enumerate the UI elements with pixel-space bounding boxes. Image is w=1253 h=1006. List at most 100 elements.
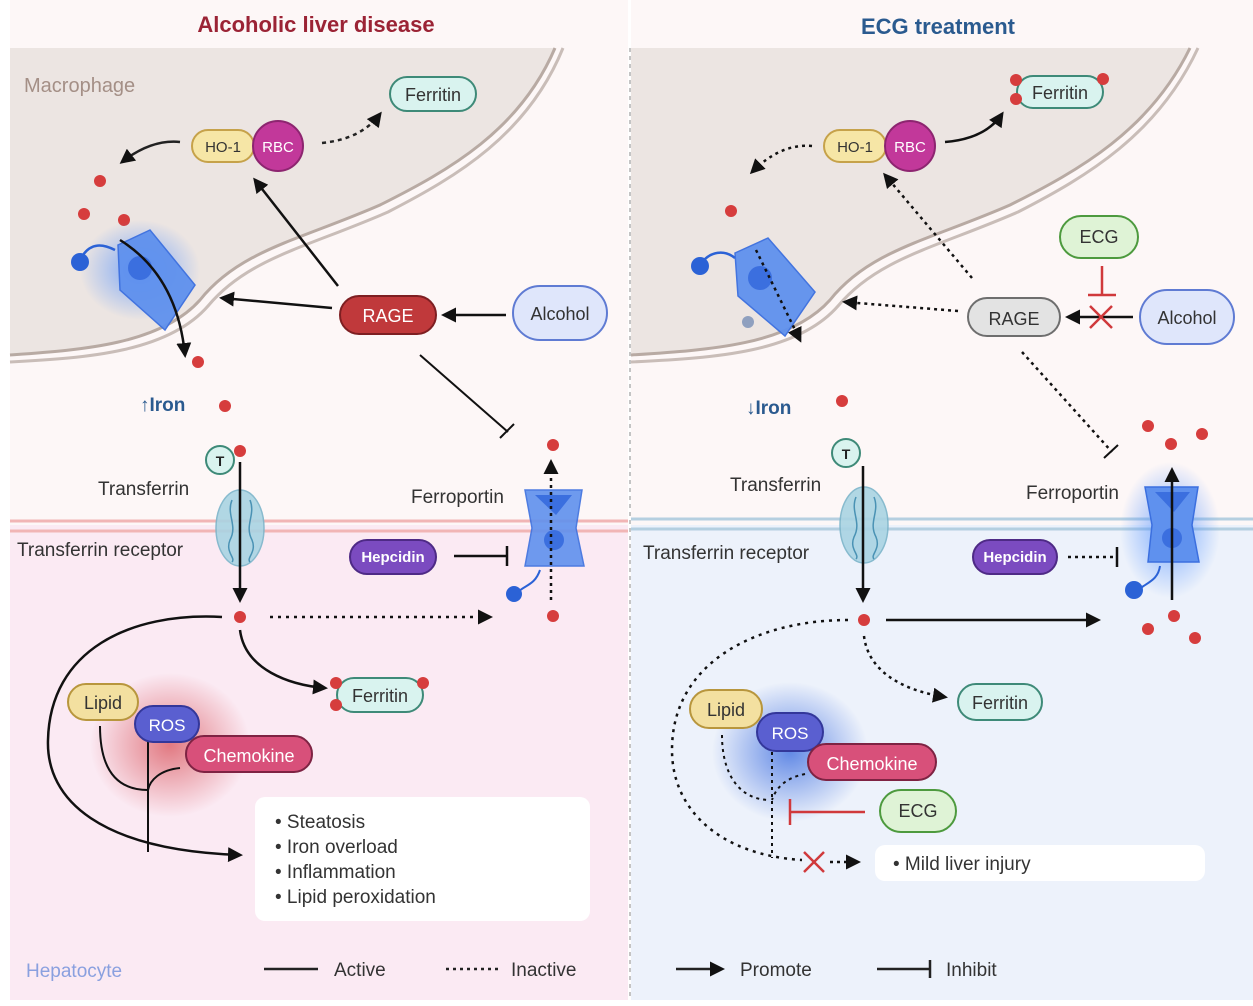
right-rage-to-ferroportin-arrow-inactive [842,295,959,313]
right-outcomes-list: • Mild liver injury [893,854,1031,875]
svg-text:Alcohol: Alcohol [530,304,589,324]
left-iron-export-arrow [119,238,192,358]
left-intracellular-iron [234,611,246,623]
right-iron-export-arrow-inactive [754,249,802,343]
right-iron-decrease-label: ↓Iron [746,398,791,419]
right-ferroportin-label: Ferroportin [1026,483,1119,504]
left-ho1-to-iron-arrow [119,140,181,164]
left-alcohol-node: Alcohol [512,285,608,341]
right-hepatocyte-ferroportin [1120,462,1220,599]
right-ho1-node: HO-1 [823,129,887,163]
left-chemokine-node: Chemokine [185,735,313,773]
legend-inhibit-label: Inhibit [946,960,997,981]
left-transferrin-receptor-label: Transferrin receptor [17,540,184,561]
svg-text:Hepcidin: Hepcidin [983,549,1046,566]
right-transferrin-label: Transferrin [730,475,821,496]
right-lipid-node: Lipid [689,689,763,729]
legend-promote-label: Promote [740,960,812,981]
svg-text:ROS: ROS [149,716,186,735]
svg-text:ECG: ECG [1079,227,1118,247]
svg-text:ECG: ECG [898,801,937,821]
svg-text:Ferritin: Ferritin [1032,83,1088,103]
right-rbc-node: RBC [884,120,936,172]
svg-text:RBC: RBC [262,139,294,156]
left-ho1-node: HO-1 [191,129,255,163]
outcome-item: • Inflammation [275,862,396,883]
svg-text:Ferritin: Ferritin [352,686,408,706]
svg-text:Ferritin: Ferritin [405,85,461,105]
left-panel: Alcoholic liver disease Macrophage Ferri… [9,0,628,1000]
svg-text:HO-1: HO-1 [837,139,873,156]
right-macrophage-ferroportin [691,237,816,338]
left-rbc-node: RBC [252,120,304,172]
left-iron-increase-label: ↑Iron [140,395,185,416]
outcome-item: • Lipid peroxidation [275,887,436,908]
right-rage-node: RAGE [967,297,1061,337]
svg-text:T: T [842,446,851,462]
left-ferroportin-label: Ferroportin [411,487,504,508]
right-iron-to-outcomes-arrow-inactive [670,618,849,862]
left-iron-to-outcomes-arrow [46,615,243,863]
right-rage-to-ho1-arrow-inactive [883,172,973,279]
hepatocyte-label: Hepatocyte [26,961,122,982]
left-lipid-node: Lipid [67,683,139,721]
right-intracellular-iron [858,614,870,626]
left-ros-node: ROS [134,705,200,743]
svg-text:Chemokine: Chemokine [203,746,294,766]
svg-text:ROS: ROS [772,724,809,743]
right-alcohol-node: Alcohol [1139,289,1235,345]
svg-text:Lipid: Lipid [707,700,745,720]
left-ferritin-bottom: Ferritin [330,677,429,713]
svg-text:Alcohol: Alcohol [1157,308,1216,328]
legend-inactive-label: Inactive [511,960,576,981]
left-outcomes-box [255,797,590,921]
outcome-item: • Mild liver injury [893,854,1031,875]
svg-text:RAGE: RAGE [362,306,413,326]
left-rage-node: RAGE [339,295,437,335]
svg-text:RBC: RBC [894,139,926,156]
right-rbc-to-ferritin-arrow [944,111,1004,144]
right-panel: ECG treatment Ferritin HO-1 RBC [630,0,1253,1000]
svg-text:Hepcidin: Hepcidin [361,549,424,566]
legend-active-label: Active [334,960,386,981]
right-transferrin: T [831,438,861,468]
right-iron-to-ferritin-arrow-inactive [862,635,948,703]
svg-text:Lipid: Lipid [84,693,122,713]
right-transferrin-receptor-label: Transferrin receptor [643,543,810,564]
right-outcomes-box [875,845,1205,881]
right-chemokine-node: Chemokine [807,743,937,781]
right-panel-title: ECG treatment [861,14,1016,39]
left-macrophage-membrane-outer [9,47,565,364]
left-rage-to-ho1-arrow [253,177,339,287]
outcome-item: • Iron overload [275,837,398,858]
left-transferrin-label: Transferrin [98,479,189,500]
right-ferritin-bottom: Ferritin [957,683,1043,721]
blocked-x-icon [1089,305,1113,329]
left-hepcidin-node: Hepcidin [349,539,437,575]
left-panel-title: Alcoholic liver disease [197,12,434,37]
svg-text:T: T [216,453,225,469]
svg-text:HO-1: HO-1 [205,139,241,156]
blocked-x-icon-outcome [803,851,825,873]
left-hepatocyte-ferroportin [506,489,585,602]
left-macrophage-membrane [9,47,557,357]
left-iron-to-ferritin-arrow [238,629,328,695]
svg-text:Chemokine: Chemokine [826,754,917,774]
svg-text:Ferritin: Ferritin [972,693,1028,713]
left-rage-to-ferroportin-arrow [219,291,333,310]
left-outcomes-list: • Steatosis• Iron overload• Inflammation… [275,812,436,908]
right-exported-iron-dots [1142,420,1208,644]
left-rage-inhibits-ferroportin [419,354,509,433]
right-ecg-top-node: ECG [1059,215,1139,259]
right-ros-node: ROS [756,712,824,752]
left-iron-dot [192,356,204,368]
svg-text:RAGE: RAGE [988,309,1039,329]
left-ferritin-top: Ferritin [389,76,477,112]
right-ferritin-top: Ferritin [1010,73,1109,109]
right-hepcidin-node: Hepcidin [972,539,1058,575]
left-transferrin: T [205,445,246,475]
macrophage-label: Macrophage [24,75,135,97]
right-ecg-bottom-node: ECG [879,789,957,833]
